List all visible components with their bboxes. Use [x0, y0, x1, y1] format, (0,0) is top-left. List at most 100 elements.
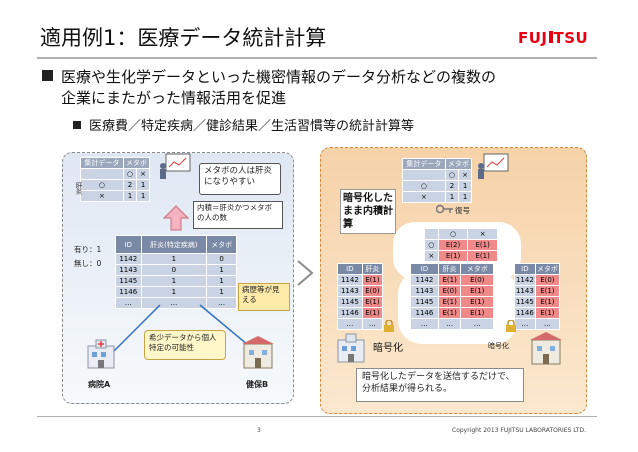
- arrow-up-icon: [163, 205, 189, 231]
- cross-cell: E(1): [468, 240, 498, 251]
- cross-cell: E(1): [468, 251, 498, 262]
- hospital-icon: [82, 338, 122, 372]
- table-cell: 1: [141, 254, 207, 265]
- table-cell: …: [411, 319, 439, 330]
- insurer-building-icon: [528, 330, 566, 368]
- lock-icon: [505, 320, 517, 332]
- table-cell: …: [535, 319, 559, 330]
- cross-cell: 2: [123, 180, 136, 191]
- table-cell: E(1): [535, 297, 559, 308]
- th-id: ID: [116, 236, 142, 254]
- table-cell: 0: [141, 265, 207, 276]
- transition-arrow-icon: [292, 258, 320, 288]
- legend-yes: 有り：1: [74, 244, 101, 255]
- cross-header-metabo: メタボ: [123, 158, 149, 169]
- cross-cell: E(1): [438, 251, 468, 262]
- title-divider: [37, 57, 597, 59]
- table-cell: 1142: [116, 254, 142, 265]
- cross-cell: 1: [137, 191, 150, 202]
- cross-cell: 1: [459, 181, 472, 192]
- decrypt-label: 復号: [455, 205, 470, 216]
- cross-cell: ○: [425, 240, 439, 251]
- table-cell: 1146: [116, 287, 142, 298]
- cross-header-agg: 集計データ: [403, 159, 446, 170]
- table-cell: …: [362, 319, 382, 330]
- lock-icon: [383, 320, 395, 332]
- result-note-line2: 分析結果が得られる。: [362, 383, 518, 395]
- hospital-label: 病院A: [88, 379, 110, 390]
- cross-col: ○: [445, 170, 458, 181]
- encrypted-table-joined: ID肝炎メタボ 1142E(1)E(0) 1143E(0)E(1) 1145E(…: [410, 263, 494, 330]
- fujitsu-logo: FUJTSU: [518, 29, 588, 47]
- cross-row-head: 肝炎: [73, 182, 83, 195]
- bullet-square-icon: [73, 121, 81, 129]
- copyright: Copyright 2013 FUJITSU LABORATORIES LTD.: [452, 427, 586, 434]
- table-cell: E(0): [535, 275, 559, 286]
- table-cell: 1145: [515, 297, 536, 308]
- cross-col: ○: [438, 229, 468, 240]
- table-cell: 1: [207, 265, 237, 276]
- table-cell: 1142: [411, 275, 439, 286]
- cross-col: ×: [459, 170, 472, 181]
- key-icon: [436, 203, 454, 215]
- bullet-main-line1: 医療や生化学データといった機密情報のデータ分析などの複数の: [61, 68, 496, 86]
- th-metabo: メタボ: [535, 264, 559, 275]
- encrypted-compute-note: 暗号化したまま内積計算: [340, 189, 396, 234]
- table-cell: 1143: [116, 265, 142, 276]
- cross-header-agg: 集計データ: [81, 158, 124, 169]
- legend-no: 無し：0: [74, 258, 101, 269]
- table-cell: E(0): [438, 286, 461, 297]
- cross-col: ×: [137, 169, 150, 180]
- table-cell: 1146: [338, 308, 363, 319]
- table-cell: E(0): [362, 286, 382, 297]
- table-cell: 1146: [411, 308, 439, 319]
- th-hepatitis: 肝炎(特定疾病): [141, 236, 207, 254]
- bullet-main-line2: 企業にまたがった情報活用を促進: [42, 88, 582, 109]
- table-cell: E(0): [461, 275, 494, 286]
- cross-cell: ○: [403, 181, 446, 192]
- insight-bubble: メタボの人は肝炎になりやすい: [199, 163, 281, 195]
- cross-cell: 1: [459, 192, 472, 203]
- cross-col: ○: [123, 169, 136, 180]
- th-hepatitis: 肝炎: [438, 264, 461, 275]
- bullet-sub: 医療費／特定疾病／健診結果／生活習慣等の統計計算等: [73, 115, 414, 134]
- th-metabo: メタボ: [461, 264, 494, 275]
- table-cell: E(1): [438, 275, 461, 286]
- table-cell: 1145: [338, 297, 363, 308]
- cross-cell: 1: [137, 180, 150, 191]
- table-cell: 1: [207, 287, 237, 298]
- cross-cell: 1: [123, 191, 136, 202]
- footer-divider: [37, 416, 597, 417]
- presenter-board-icon: [158, 152, 192, 182]
- table-cell: 1146: [515, 308, 536, 319]
- bullet-main: 医療や生化学データといった機密情報のデータ分析などの複数の 企業にまたがった情報…: [42, 67, 582, 109]
- result-note: 暗号化したデータを送信するだけで、 分析結果が得られる。: [356, 368, 524, 402]
- table-cell: E(1): [362, 308, 382, 319]
- table-cell: 1143: [515, 286, 536, 297]
- table-cell: 1: [207, 276, 237, 287]
- table-cell: E(1): [362, 297, 382, 308]
- table-cell: 1: [141, 276, 207, 287]
- cross-cell: 1: [445, 192, 458, 203]
- th-metabo: メタボ: [207, 236, 237, 254]
- table-cell: E(1): [535, 286, 559, 297]
- insurer-label: 健保B: [246, 379, 268, 390]
- table-cell: E(1): [535, 308, 559, 319]
- cross-cell: ×: [425, 251, 439, 262]
- cross-cell: ○: [81, 180, 124, 191]
- table-cell: E(1): [362, 275, 382, 286]
- table-cell: 1142: [338, 275, 363, 286]
- insurer-building-icon: [240, 334, 278, 372]
- th-id: ID: [411, 264, 439, 275]
- th-id: ID: [338, 264, 363, 275]
- hospital-icon: [332, 332, 372, 366]
- table-cell: …: [515, 319, 536, 330]
- cross-header-metabo: メタボ: [445, 159, 471, 170]
- table-cell: 1142: [515, 275, 536, 286]
- table-cell: E(1): [438, 308, 461, 319]
- th-hepatitis: 肝炎: [362, 264, 382, 275]
